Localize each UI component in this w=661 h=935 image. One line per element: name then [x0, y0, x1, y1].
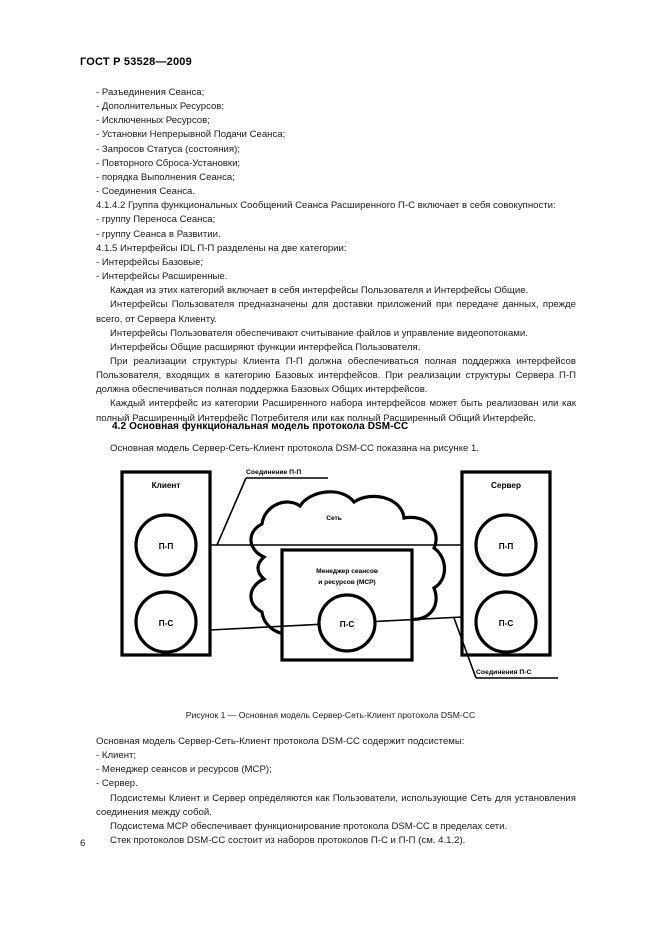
body-text-top: - Разъединения Сеанса; - Дополнительных …: [96, 86, 576, 426]
list-item: - группу Сеанса в Развитии.: [96, 228, 221, 240]
list-item: - Клиент;: [96, 750, 137, 762]
server-node-pc: П-С: [499, 619, 514, 628]
list-item: - Повторного Сброса-Установки;: [96, 157, 241, 169]
client-node-pc: П-С: [159, 619, 174, 628]
paragraph: Интерфейсы Пользователя предназначены дл…: [96, 299, 576, 325]
connection-pp-label: Соединение П-П: [246, 469, 301, 476]
page-number: 6: [80, 838, 86, 849]
server-node-pp: П-П: [499, 542, 514, 551]
mcp-box-line1: Менеджер сеансов: [316, 568, 378, 575]
paragraph: При реализации структуры Клиента П-П дол…: [96, 355, 576, 396]
paragraph: Интерфейсы Общие расширяют функции интер…: [110, 341, 421, 353]
cloud-label: Сеть: [326, 515, 342, 522]
list-item: - Интерфейсы Базовые;: [96, 256, 204, 268]
server-box-label: Сервер: [491, 481, 521, 490]
client-node-pp: П-П: [159, 542, 174, 551]
list-item: - Исключенных Ресурсов;: [96, 115, 210, 127]
paragraph: Каждый интерфейс из категории Расширенно…: [96, 398, 576, 424]
figure-diagram: Клиент Сервер Сеть Менеджер сеансов и ре…: [96, 462, 576, 707]
list-item: - Дополнительных Ресурсов;: [96, 101, 225, 113]
list-item: - группу Переноса Сеанса;: [96, 214, 216, 226]
paragraph: Подсистемы Клиент и Сервер определяются …: [96, 792, 576, 818]
connection-pc-label: Соединения П-С: [476, 669, 532, 676]
section-intro-paragraph: Основная модель Сервер-Сеть-Клиент прото…: [110, 443, 480, 454]
paragraph: Подсистема МСР обеспечивает функциониров…: [110, 820, 508, 832]
paragraph: Стек протоколов DSM-CC состоит из наборо…: [110, 835, 466, 847]
mcp-box-line2: и ресурсов (МСР): [318, 579, 375, 586]
body-text-bottom: Основная модель Сервер-Сеть-Клиент прото…: [96, 735, 576, 848]
list-item: - Установки Непрерывной Подачи Сеанса;: [96, 129, 286, 141]
list-item: - Соединения Сеанса.: [96, 186, 196, 198]
mcp-node-pc: П-С: [340, 620, 355, 629]
paragraph: Интерфейсы Пользователя обеспечивают счи…: [110, 327, 528, 339]
list-item: - Разъединения Сеанса;: [96, 87, 205, 98]
paragraph: Основная модель Сервер-Сеть-Клиент прото…: [96, 736, 465, 747]
list-item: - Сервер.: [96, 778, 138, 790]
list-item: - Менеджер сеансов и ресурсов (МСР);: [96, 764, 272, 776]
list-item: - Интерфейсы Расширенные.: [96, 271, 228, 283]
figure-caption: Рисунок 1 — Основная модель Сервер-Сеть-…: [185, 710, 476, 720]
paragraph: Каждая из этих категорий включает в себя…: [110, 285, 529, 297]
section-heading: 4.2 Основная функциональная модель прото…: [112, 421, 409, 432]
clause-4-1-5: 4.1.5 Интерфейсы IDL П-П разделены на дв…: [96, 242, 347, 254]
list-item: - порядка Выполнения Сеанса;: [96, 171, 235, 183]
list-item: - Запросов Статуса (состояния);: [96, 143, 240, 155]
clause-4-1-4-2: 4.1.4.2 Группа функциональных Сообщений …: [96, 200, 556, 212]
client-box-label: Клиент: [152, 481, 181, 490]
page-header: ГОСТ Р 53528—2009: [80, 56, 192, 68]
